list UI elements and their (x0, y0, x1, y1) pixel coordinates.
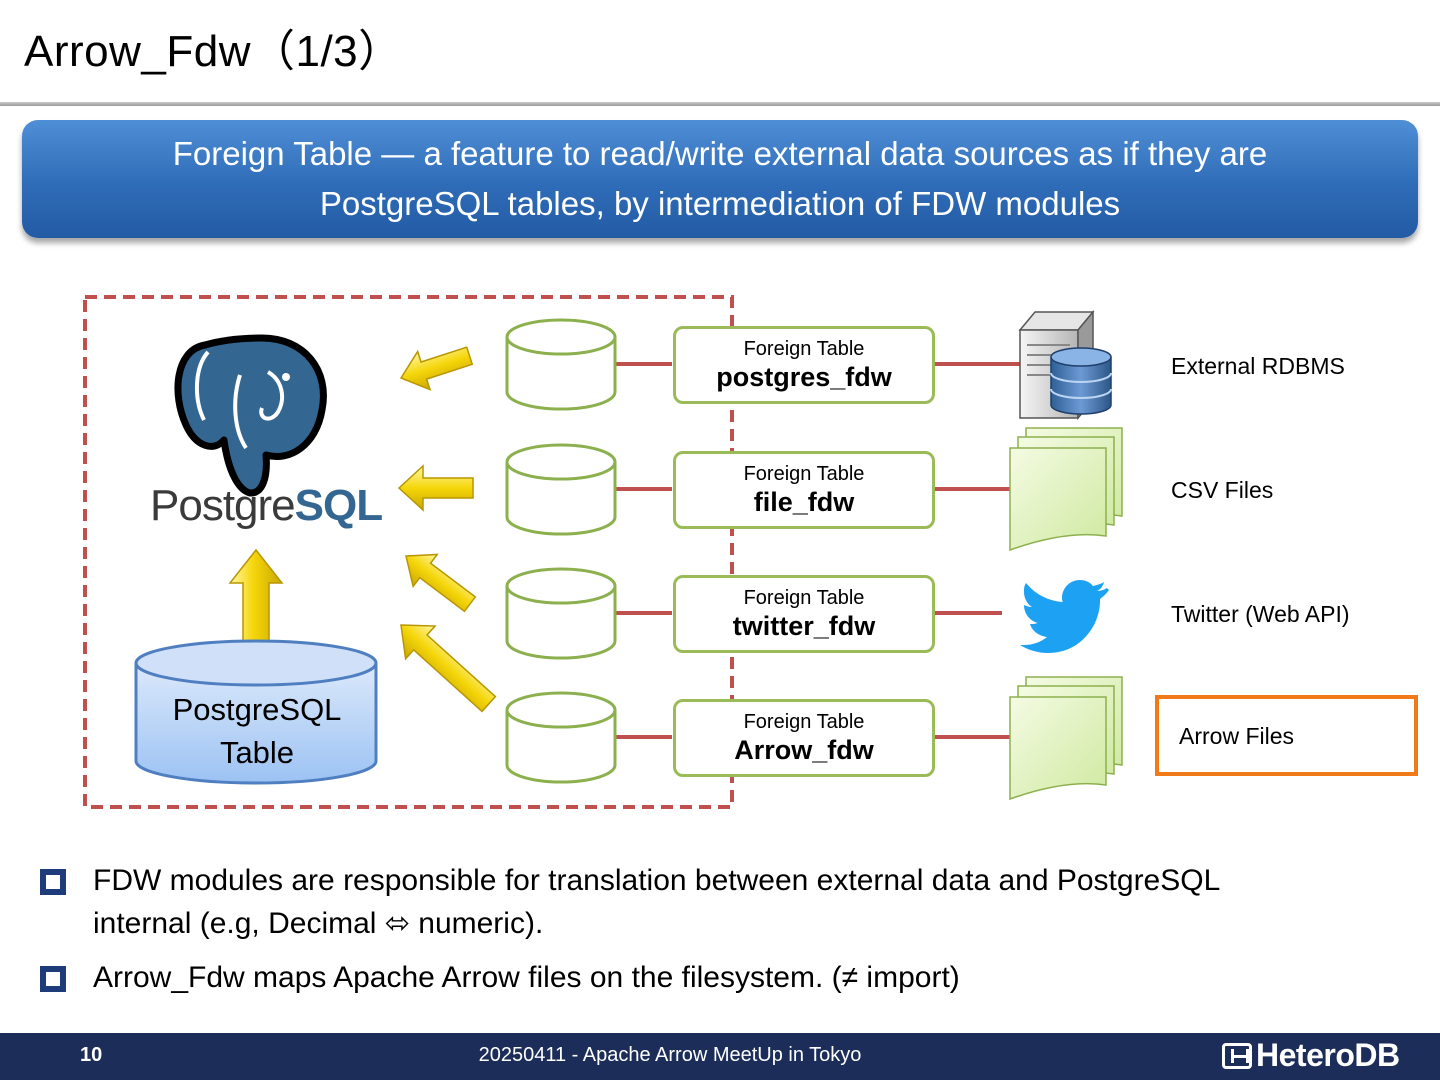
slide-title: Arrow_Fdw（1/3） (24, 27, 403, 76)
title-divider (0, 102, 1440, 106)
fdw-name: file_fdw (753, 487, 855, 517)
bullet-square-icon (40, 966, 66, 992)
fdw-caption: Foreign Table (743, 338, 865, 360)
arrow-icons (397, 346, 497, 713)
source-label-csv: CSV Files (1171, 477, 1274, 503)
source-label-arrow: Arrow Files (1179, 723, 1295, 749)
bullet-item: Arrow_Fdw maps Apache Arrow files on the… (40, 956, 1400, 999)
bullet-text-line: Arrow_Fdw maps Apache Arrow files on the… (93, 961, 960, 994)
heterodb-logo-icon (1222, 1043, 1252, 1069)
bullet-text-line: FDW modules are responsible for translat… (93, 864, 1221, 897)
fdw-box-arrow-fdw: Foreign Table Arrow_fdw (673, 699, 935, 777)
banner-line-2: PostgreSQL tables, by intermediation of … (319, 185, 1121, 222)
postgresql-boundary (83, 295, 734, 809)
definition-banner: Foreign Table ― a feature to read/write … (22, 120, 1418, 238)
source-label-rdbms: External RDBMS (1171, 353, 1345, 379)
fdw-name: Arrow_fdw (734, 735, 874, 765)
fdw-box-twitter-fdw: Foreign Table twitter_fdw (673, 575, 935, 653)
foreign-table-cylinders (505, 318, 617, 784)
document-stack-icon (1009, 427, 1123, 552)
document-stack-icon (1009, 676, 1123, 801)
up-arrow-icon (228, 548, 284, 656)
postgresql-logo-text: PostgreSQL (150, 481, 383, 530)
bullet-square-icon (40, 869, 66, 895)
bullet-item: FDW modules are responsible for translat… (40, 859, 1400, 945)
postgresql-table-cylinder (134, 639, 378, 785)
fdw-box-file-fdw: Foreign Table file_fdw (673, 451, 935, 529)
arrow-files-highlight (1155, 695, 1418, 776)
page-number: 10 (80, 1044, 103, 1066)
database-server-icon (1018, 309, 1112, 421)
heterodb-logo: HeteroDB (1222, 1037, 1400, 1074)
event-caption: 20250411 - Apache Arrow MeetUp in Tokyo (478, 1044, 862, 1066)
banner-line-1: Foreign Table ― a feature to read/write … (172, 135, 1268, 172)
fdw-caption: Foreign Table (743, 463, 865, 485)
bullet-text-line: internal (e.g, Decimal ⬄ numeric). (93, 907, 544, 940)
fdw-name: postgres_fdw (716, 362, 892, 392)
fdw-caption: Foreign Table (743, 711, 865, 733)
fdw-caption: Foreign Table (743, 587, 865, 609)
footer: 10 20250411 - Apache Arrow MeetUp in Tok… (0, 1033, 1440, 1080)
twitter-bird-icon (1020, 580, 1109, 653)
source-label-twitter: Twitter (Web API) (1171, 601, 1350, 627)
fdw-name: twitter_fdw (732, 611, 876, 641)
fdw-box-postgres-fdw: Foreign Table postgres_fdw (673, 326, 935, 404)
postgresql-table-label: PostgreSQL Table (172, 692, 342, 770)
elephant-icon (174, 334, 327, 497)
